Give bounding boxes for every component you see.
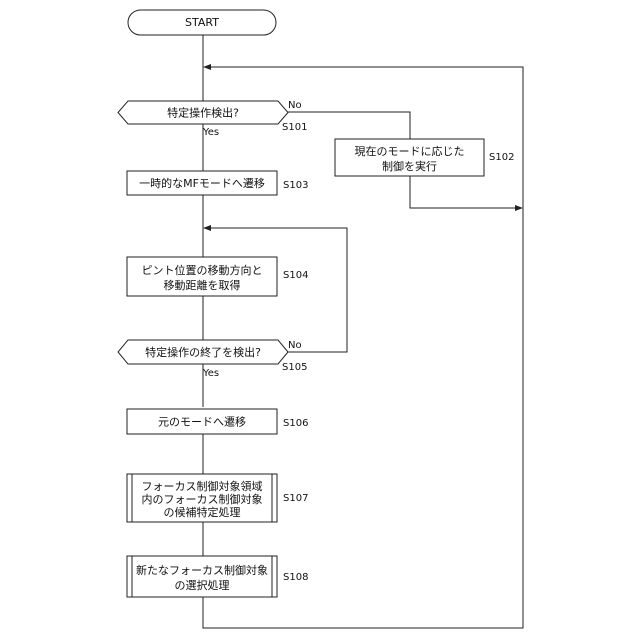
s105-label: S105 <box>282 362 307 373</box>
s101-text: 特定操作検出? <box>167 106 239 120</box>
s101-no-label: No <box>288 100 302 111</box>
s106-label: S106 <box>283 418 308 429</box>
s107-text-line-1: フォーカス制御対象領域 <box>142 479 263 493</box>
s107-text-line-3: の候補特定処理 <box>164 505 241 519</box>
s104-text-line-2: 移動距離を取得 <box>164 278 241 292</box>
s106-text: 元のモードへ遷移 <box>158 416 246 429</box>
s104-label: S104 <box>283 270 308 281</box>
connector-s102-to-loop <box>410 176 516 208</box>
s105-yes-label: Yes <box>202 368 219 379</box>
s107-text-line-2: 内のフォーカス制御対象 <box>142 492 263 506</box>
step-s103: 一時的なMFモードへ遷移 S103 <box>127 171 308 195</box>
s103-text: 一時的なMFモードへ遷移 <box>139 176 265 190</box>
s107-label: S107 <box>283 493 308 504</box>
step-s105: 特定操作の終了を検出? S105 Yes No <box>118 340 307 379</box>
s108-text-line-1: 新たなフォーカス制御対象 <box>136 563 268 577</box>
s108-label: S108 <box>283 572 308 583</box>
s101-label: S101 <box>282 122 307 133</box>
s105-text: 特定操作の終了を検出? <box>145 345 261 359</box>
s104-text-line-1: ピント位置の移動方向と <box>142 263 263 277</box>
s103-label: S103 <box>283 180 308 191</box>
start-terminator: START <box>128 10 276 35</box>
step-s107: フォーカス制御対象領域 内のフォーカス制御対象 の候補特定処理 S107 <box>127 474 308 522</box>
step-s106: 元のモードへ遷移 S106 <box>127 409 308 434</box>
step-s102: 現在のモードに応じた 制御を実行 S102 <box>335 139 514 176</box>
s108-text-line-2: の選択処理 <box>175 578 230 592</box>
s101-yes-label: Yes <box>202 127 219 138</box>
s102-label: S102 <box>489 152 514 163</box>
arrow-s102-to-loop <box>515 205 523 211</box>
arrow-loop-top <box>203 64 211 70</box>
s102-text-line-1: 現在のモードに応じた <box>355 144 465 158</box>
arrow-s105-loop <box>203 225 211 231</box>
step-s104: ピント位置の移動方向と 移動距離を取得 S104 <box>127 257 308 296</box>
step-s108: 新たなフォーカス制御対象 の選択処理 S108 <box>127 556 308 597</box>
start-text: START <box>185 16 219 29</box>
s105-no-label: No <box>288 340 302 351</box>
s102-text-line-2: 制御を実行 <box>382 159 437 173</box>
step-s101: 特定操作検出? S101 Yes No <box>118 100 307 138</box>
